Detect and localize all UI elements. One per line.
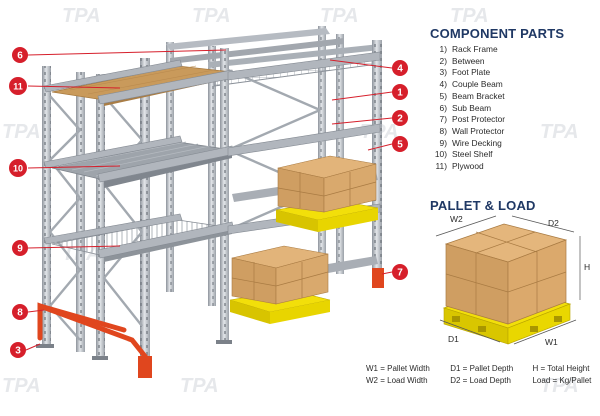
watermark-text: TPA: [180, 375, 219, 397]
svg-text:2: 2: [397, 114, 403, 125]
legend-h: H = Total Height: [532, 364, 589, 373]
svg-text:11: 11: [13, 82, 23, 92]
marker-6: 6: [12, 47, 28, 63]
watermark-text: TPA: [192, 5, 231, 27]
marker-2: 2: [392, 110, 408, 126]
legend-w1: W1 = Pallet Width: [366, 364, 448, 373]
legend-d2: D2 = Load Depth: [450, 376, 530, 385]
marker-9: 9: [12, 240, 28, 256]
dim-w2: W2: [450, 214, 463, 224]
marker-10: 10: [9, 159, 27, 177]
legend-load: Load = Kg/Pallet: [532, 376, 591, 385]
list-item: 8)Wall Protector: [431, 126, 505, 138]
dim-w1: W1: [545, 337, 558, 347]
svg-text:1: 1: [397, 88, 403, 99]
svg-text:8: 8: [17, 308, 23, 319]
list-item: 7)Post Protector: [431, 114, 505, 126]
watermark-text: TPA: [450, 5, 489, 27]
svg-text:10: 10: [13, 164, 23, 174]
legend-w2: W2 = Load Width: [366, 376, 448, 385]
marker-7: 7: [392, 264, 408, 280]
svg-text:6: 6: [17, 51, 23, 62]
component-parts-list: 1)Rack Frame 2)Between 3)Foot Plate 4)Co…: [431, 44, 505, 173]
watermark-text: TPA: [320, 5, 359, 27]
pallet-legend-row-1: W1 = Pallet Width D1 = Pallet Depth H = …: [366, 364, 589, 373]
pallet-load-title: PALLET & LOAD: [430, 198, 536, 213]
marker-11: 11: [9, 77, 27, 95]
marker-8: 8: [12, 304, 28, 320]
list-item: 9)Wire Decking: [431, 138, 505, 150]
svg-text:7: 7: [397, 268, 403, 279]
pallet-legend-row-2: W2 = Load Width D2 = Load Depth Load = K…: [366, 376, 591, 385]
list-item: 3)Foot Plate: [431, 67, 505, 79]
svg-text:4: 4: [397, 64, 403, 75]
list-item: 2)Between: [431, 56, 505, 68]
marker-5: 5: [392, 136, 408, 152]
dim-d2: D2: [548, 218, 559, 228]
list-item: 6)Sub Beam: [431, 103, 505, 115]
legend-d1: D1 = Pallet Depth: [450, 364, 530, 373]
list-item: 5)Beam Bracket: [431, 91, 505, 103]
watermark-text: TPA: [62, 5, 101, 27]
list-item: 10)Steel Shelf: [431, 149, 505, 161]
marker-1: 1: [392, 84, 408, 100]
marker-3: 3: [10, 342, 26, 358]
marker-4: 4: [392, 60, 408, 76]
svg-text:5: 5: [397, 140, 403, 151]
list-item: 11)Plywood: [431, 161, 505, 173]
watermark-text: TPA: [2, 121, 41, 143]
pallet-load-illustration: W2 D2 H D1 W1: [436, 214, 590, 347]
svg-text:9: 9: [17, 244, 23, 255]
cargo-lower: [230, 246, 330, 324]
watermark-text: TPA: [540, 121, 579, 143]
dim-d1: D1: [448, 334, 459, 344]
list-item: 4)Couple Beam: [431, 79, 505, 91]
dim-h: H: [584, 262, 590, 272]
list-item: 1)Rack Frame: [431, 44, 505, 56]
component-parts-title: COMPONENT PARTS: [430, 26, 564, 41]
watermark-text: TPA: [2, 375, 41, 397]
cargo-upper: [276, 156, 378, 232]
svg-text:3: 3: [15, 346, 21, 357]
